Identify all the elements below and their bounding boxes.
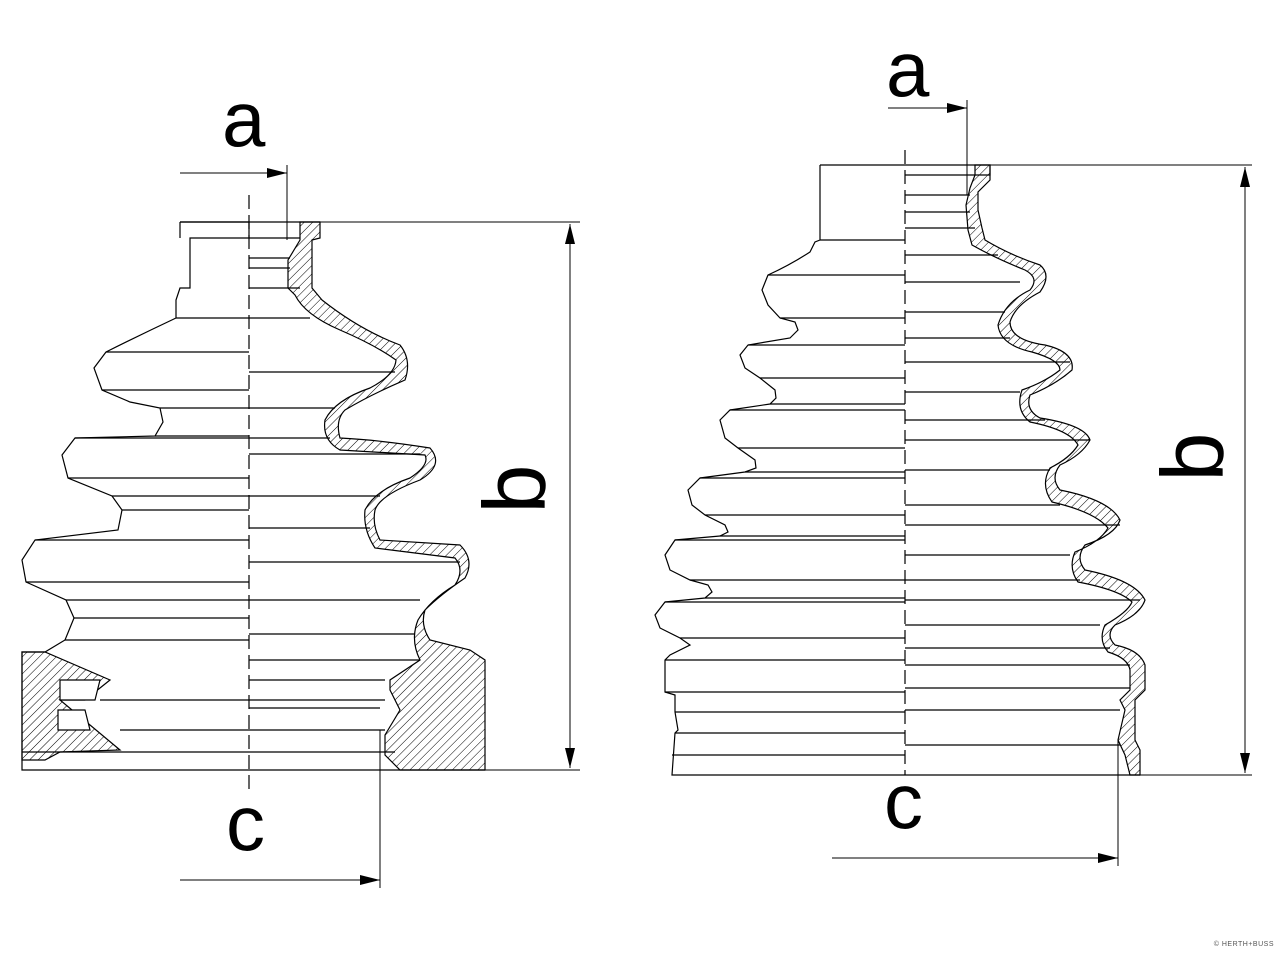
right-label-a: a xyxy=(886,25,930,113)
right-boot-wall-section xyxy=(965,164,1146,776)
right-boot-outer-profile xyxy=(654,164,1140,776)
right-dimensions xyxy=(832,100,1252,866)
left-boot xyxy=(21,195,486,790)
watermark: © HERTH+BUSS xyxy=(1213,941,1274,948)
right-label-c: c xyxy=(884,757,923,845)
left-boot-wall-section xyxy=(287,221,486,771)
right-boot xyxy=(654,150,1146,776)
left-dimensions xyxy=(180,165,580,888)
right-label-b: b xyxy=(1143,432,1242,482)
left-label-b: b xyxy=(465,464,564,514)
left-label-a: a xyxy=(222,75,266,163)
left-label-c: c xyxy=(226,779,265,867)
left-collar-section xyxy=(21,651,122,761)
